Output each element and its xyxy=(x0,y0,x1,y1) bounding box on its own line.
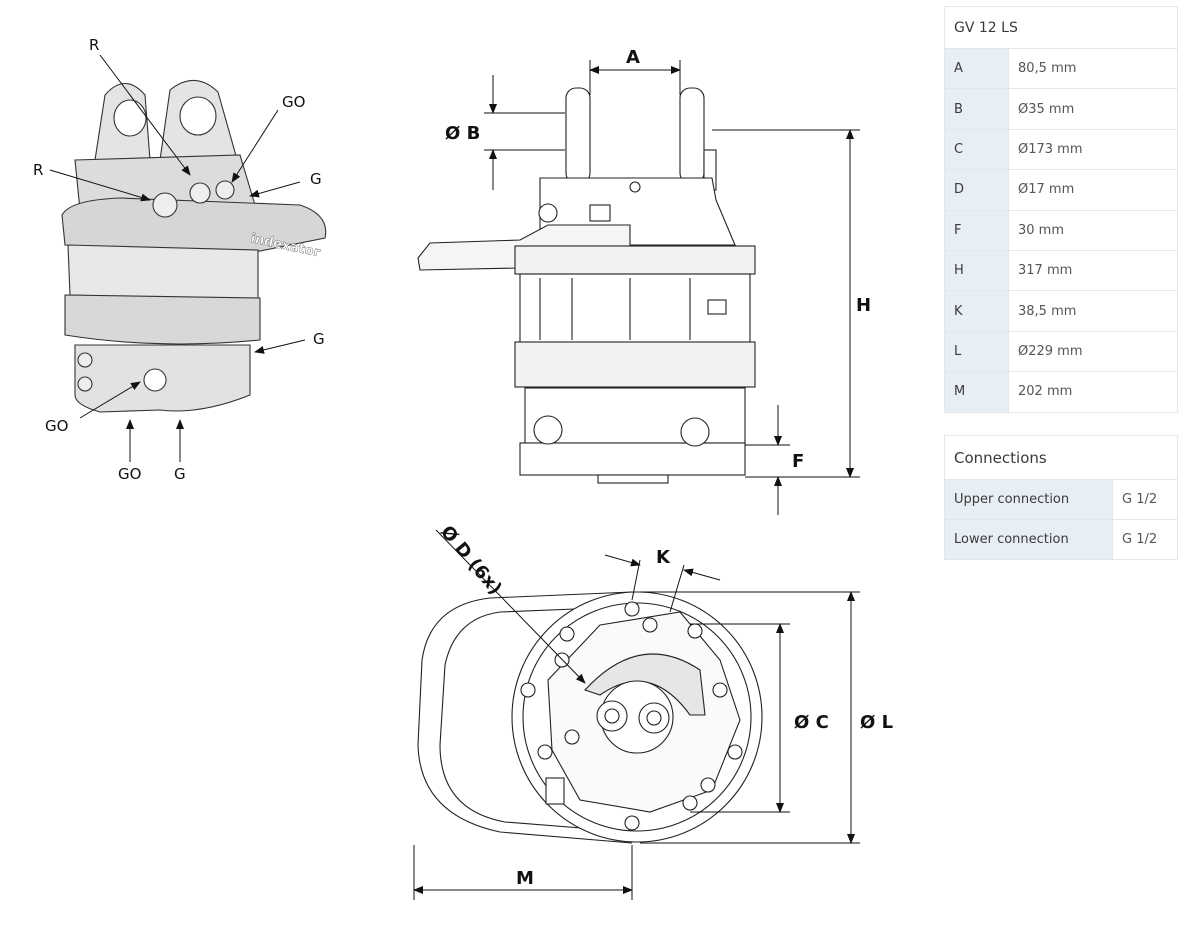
callout-g-lower-right: G xyxy=(313,330,325,348)
dim-label-h: H xyxy=(856,295,871,316)
dim-label-d: Ø D (6x) xyxy=(436,522,506,599)
spec-value: Ø35 mm xyxy=(1008,88,1178,130)
dim-label-f: F xyxy=(792,451,804,472)
connections-table-header: Connections xyxy=(944,435,1178,480)
connection-value: G 1/2 xyxy=(1112,519,1178,560)
spec-value: 80,5 mm xyxy=(1008,47,1178,90)
spec-key: A xyxy=(944,47,1009,90)
bottom-view-dimensions xyxy=(413,529,860,900)
connection-key: Upper connection xyxy=(944,479,1113,520)
dim-label-m: M xyxy=(516,868,534,889)
callout-g-bottom: G xyxy=(174,465,186,483)
spec-value: Ø173 mm xyxy=(1008,128,1178,171)
callout-g-right: G xyxy=(310,170,322,188)
spec-value: 202 mm xyxy=(1008,371,1178,413)
callout-go-bottom: GO xyxy=(118,465,141,483)
spec-key: D xyxy=(944,169,1009,211)
spec-key: H xyxy=(944,249,1009,292)
side-view-dimensions xyxy=(484,60,860,515)
technical-drawings: indexator R GO R G G GO GO G xyxy=(33,36,893,900)
spec-value: 38,5 mm xyxy=(1008,290,1178,332)
connections-table-title: Connections xyxy=(944,435,1178,480)
connection-key: Lower connection xyxy=(944,519,1113,560)
spec-key: M xyxy=(944,371,1009,413)
spec-value: 30 mm xyxy=(1008,209,1178,251)
connection-value: G 1/2 xyxy=(1112,479,1178,520)
spec-value: Ø17 mm xyxy=(1008,169,1178,211)
dim-label-a: A xyxy=(626,47,640,68)
spec-key: K xyxy=(944,290,1009,332)
spec-value: 317 mm xyxy=(1008,249,1178,292)
spec-table-header: GV 12 LS xyxy=(944,6,1178,49)
dim-label-b: Ø B xyxy=(445,123,480,144)
spec-value: Ø229 mm xyxy=(1008,330,1178,373)
spec-key: F xyxy=(944,209,1009,251)
isometric-callouts: R GO R G G GO GO G xyxy=(33,36,325,483)
spec-key: L xyxy=(944,330,1009,373)
dim-label-l: Ø L xyxy=(860,712,893,733)
isometric-leaders xyxy=(49,54,306,462)
callout-go-left: GO xyxy=(45,417,68,435)
callout-r-top: R xyxy=(89,36,99,54)
side-view-labels: A Ø B H F xyxy=(445,47,871,472)
callout-r-left: R xyxy=(33,161,43,179)
dim-label-c: Ø C xyxy=(794,712,829,733)
callout-go-top: GO xyxy=(282,93,305,111)
dim-label-k: K xyxy=(656,547,671,568)
spec-key: C xyxy=(944,128,1009,171)
isometric-rotator-view xyxy=(61,79,327,413)
side-view-drawing xyxy=(417,87,756,484)
spec-key: B xyxy=(944,88,1009,130)
bottom-view-drawing xyxy=(417,591,763,844)
spec-table-title: GV 12 LS xyxy=(944,6,1178,49)
